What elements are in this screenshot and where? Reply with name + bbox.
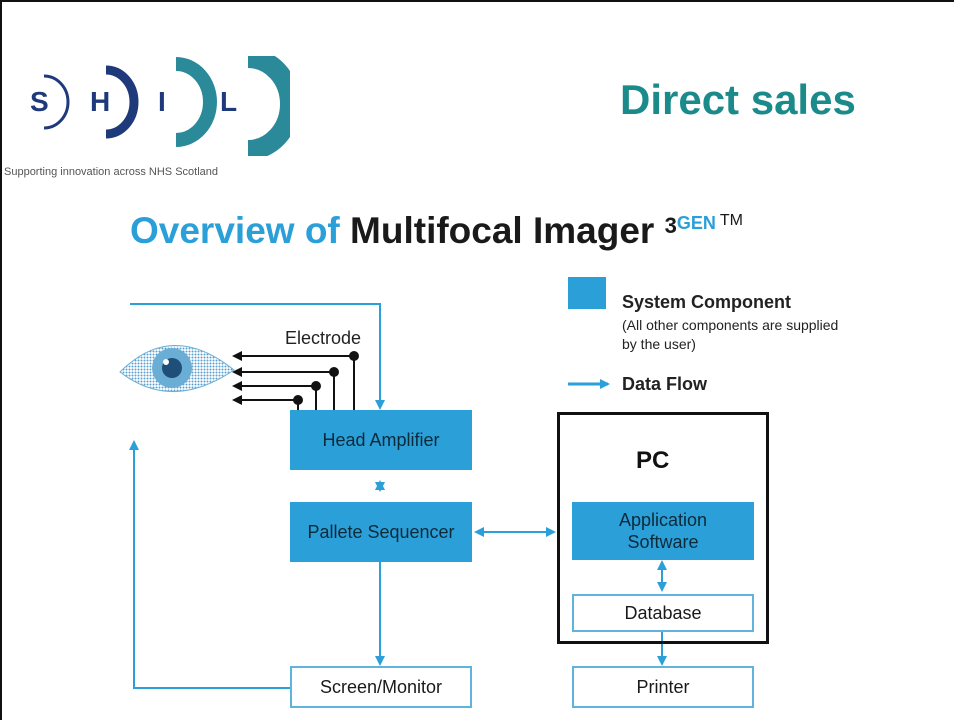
eye-to-head-amp-line — [130, 303, 385, 410]
logo-letter-s: S — [30, 86, 49, 117]
pallete-sequencer-box: Pallete Sequencer — [290, 502, 472, 562]
application-software-box: Application Software — [572, 502, 754, 560]
overview-number: 3 — [664, 213, 677, 238]
legend-system-note: (All other components are supplied by th… — [622, 317, 839, 352]
logo-letter-l: L — [220, 86, 238, 117]
logo-letter-i: I — [158, 86, 166, 117]
legend-system-component: System Component — [622, 292, 792, 312]
overview-tm: TM — [719, 212, 743, 229]
pc-frame — [557, 412, 769, 644]
electrode-nodes — [293, 351, 359, 405]
printer-box: Printer — [572, 666, 754, 708]
screen-to-eye-line — [129, 440, 290, 689]
head-amplifier-box: Head Amplifier — [290, 410, 472, 470]
eye-icon — [119, 345, 235, 392]
logo-tagline: Supporting innovation across NHS Scotlan… — [4, 166, 219, 178]
screen-monitor-box: Screen/Monitor — [290, 666, 472, 708]
overview-gen: GEN — [676, 213, 716, 233]
logo-letter-h: H — [90, 86, 111, 117]
overview-part2: Multifocal Imager — [350, 210, 655, 251]
legend-data-flow: Data Flow — [622, 374, 708, 394]
database-box: Database — [572, 594, 754, 632]
legend-system-swatch — [568, 277, 606, 309]
slide-title: Direct sales — [620, 76, 856, 123]
overview-part1: Overview of — [130, 210, 340, 251]
electrode-label: Electrode — [285, 328, 362, 348]
pc-label: PC — [636, 447, 670, 474]
